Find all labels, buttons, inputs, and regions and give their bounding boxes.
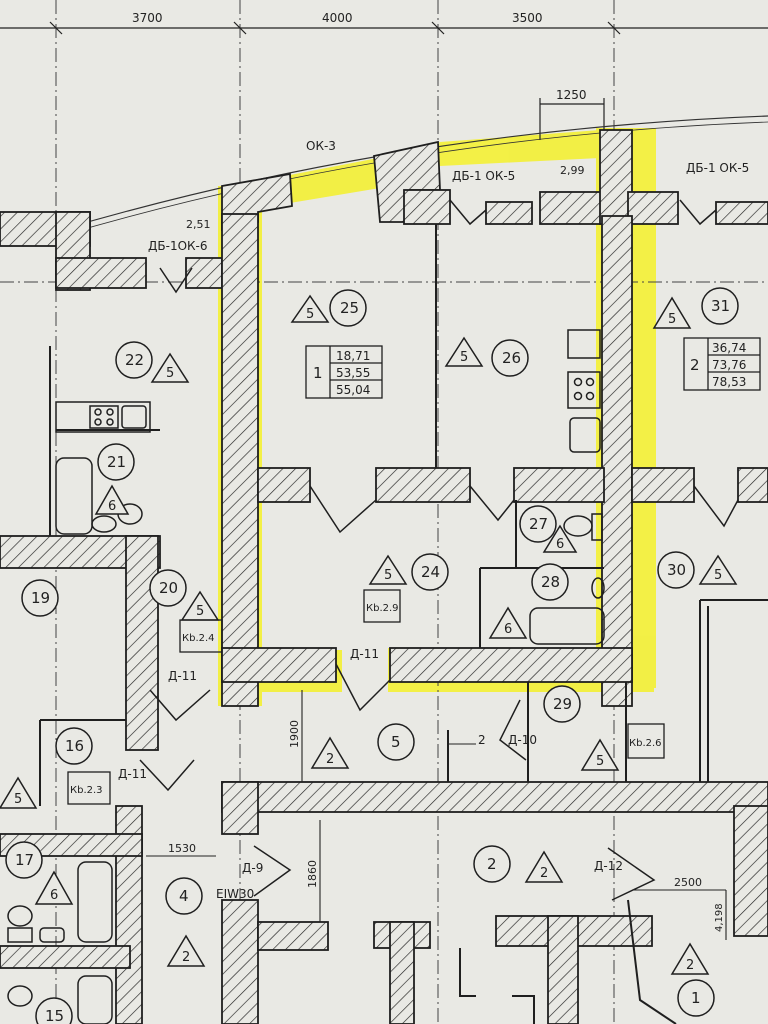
door-swings — [139, 199, 739, 901]
dimension-4000: 4000 — [322, 11, 353, 25]
triangle-markers — [0, 294, 738, 975]
triangle-label-corridor: 2 — [326, 752, 334, 767]
flat-tag-2-3: Кb.2.3 — [70, 785, 103, 796]
room-number-20: 20 — [159, 579, 178, 597]
door-d12: Д-12 — [594, 859, 623, 873]
apartment-31-total-area: 73,76 — [712, 358, 746, 372]
room-number-26: 26 — [502, 349, 521, 367]
triangle-label-4: 2 — [182, 950, 190, 965]
room-number-21: 21 — [107, 453, 126, 471]
dimension-1250: 1250 — [556, 88, 587, 102]
room-number-17: 17 — [15, 851, 34, 869]
triangle-label-16: 5 — [14, 792, 22, 807]
apartment-31-room-count: 2 — [690, 356, 700, 374]
opening-ok3: ОК-3 — [306, 139, 336, 153]
triangle-label-29: 5 — [596, 754, 604, 769]
dimension-2-99: 2,99 — [560, 164, 585, 177]
room-circles — [5, 287, 739, 1024]
dimension-1860: 1860 — [306, 860, 319, 888]
dimension-2-51: 2,51 — [186, 218, 211, 231]
triangle-label-27: 6 — [556, 537, 564, 552]
room-number-24: 24 — [421, 563, 440, 581]
triangle-label-28: 6 — [504, 622, 512, 637]
door-d11-left: Д-11 — [168, 669, 197, 683]
triangle-label-31: 5 — [668, 312, 676, 327]
triangle-label-30: 5 — [714, 568, 722, 583]
triangle-label-1: 2 — [686, 958, 694, 973]
room-number-25: 25 — [340, 299, 359, 317]
dimension-2500: 2500 — [674, 876, 702, 889]
room-number-2: 2 — [487, 855, 497, 873]
apartment-25-gross-area: 55,04 — [336, 383, 370, 397]
room-number-1: 1 — [691, 989, 701, 1007]
triangle-label-17: 6 — [50, 888, 58, 903]
door-d9: Д-9 — [242, 861, 263, 875]
triangle-label-24: 5 — [384, 568, 392, 583]
top-dimension-line — [0, 21, 768, 140]
flat-tag-2-9: Кb.2.9 — [366, 603, 399, 614]
stair-lines — [459, 899, 677, 1024]
dimension-3500: 3500 — [512, 11, 543, 25]
room-number-5: 5 — [391, 733, 401, 751]
triangle-label-2: 2 — [540, 866, 548, 881]
door-d11-lower: Д-11 — [118, 767, 147, 781]
room-number-19: 19 — [31, 589, 50, 607]
room-number-30: 30 — [667, 561, 686, 579]
triangle-label-25: 5 — [306, 307, 314, 322]
walls — [0, 129, 768, 1024]
door-eiw30: EIW30 — [216, 887, 254, 901]
flat-tag-2-6: Кb.2.6 — [629, 738, 662, 749]
triangle-label-20: 5 — [196, 604, 204, 619]
apartment-25-living-area: 18,71 — [336, 349, 370, 363]
room-number-27: 27 — [529, 515, 548, 533]
room-number-22: 22 — [125, 351, 144, 369]
room-number-4: 4 — [179, 887, 189, 905]
apartment-31-living-area: 36,74 — [712, 341, 746, 355]
opening-db1-ok5-b: ДБ-1 ОК-5 — [686, 161, 749, 175]
dimension-1900: 1900 — [288, 720, 301, 748]
door-d10: Д-10 — [508, 733, 537, 747]
room-number-31: 31 — [711, 297, 730, 315]
door-d11-center: Д-11 — [350, 647, 379, 661]
dimension-4-198: 4,198 — [714, 903, 725, 932]
opening-db1-ok6: ДБ-1ОК-6 — [148, 239, 208, 253]
partitions — [39, 224, 768, 806]
apartment-area-boxes — [67, 337, 761, 805]
room-number-28: 28 — [541, 573, 560, 591]
room-number-15: 15 — [45, 1007, 64, 1024]
apartment-25-total-area: 53,55 — [336, 366, 370, 380]
triangle-label-22: 5 — [166, 366, 174, 381]
opening-db1-ok5-a: ДБ-1 ОК-5 — [452, 169, 515, 183]
door-d10-arrow-label: 2 — [478, 733, 486, 747]
dimension-1530: 1530 — [168, 842, 196, 855]
flat-tag-2-4: Кb.2.4 — [182, 633, 215, 644]
triangle-label-26: 5 — [460, 350, 468, 365]
triangle-label-21: 6 — [108, 499, 116, 514]
dimension-lines — [146, 690, 727, 940]
room-number-16: 16 — [65, 737, 84, 755]
room-number-29: 29 — [553, 695, 572, 713]
fixtures — [7, 329, 605, 1024]
dimension-3700: 3700 — [132, 11, 163, 25]
apartment-25-room-count: 1 — [313, 364, 323, 382]
apartment-31-gross-area: 78,53 — [712, 375, 746, 389]
